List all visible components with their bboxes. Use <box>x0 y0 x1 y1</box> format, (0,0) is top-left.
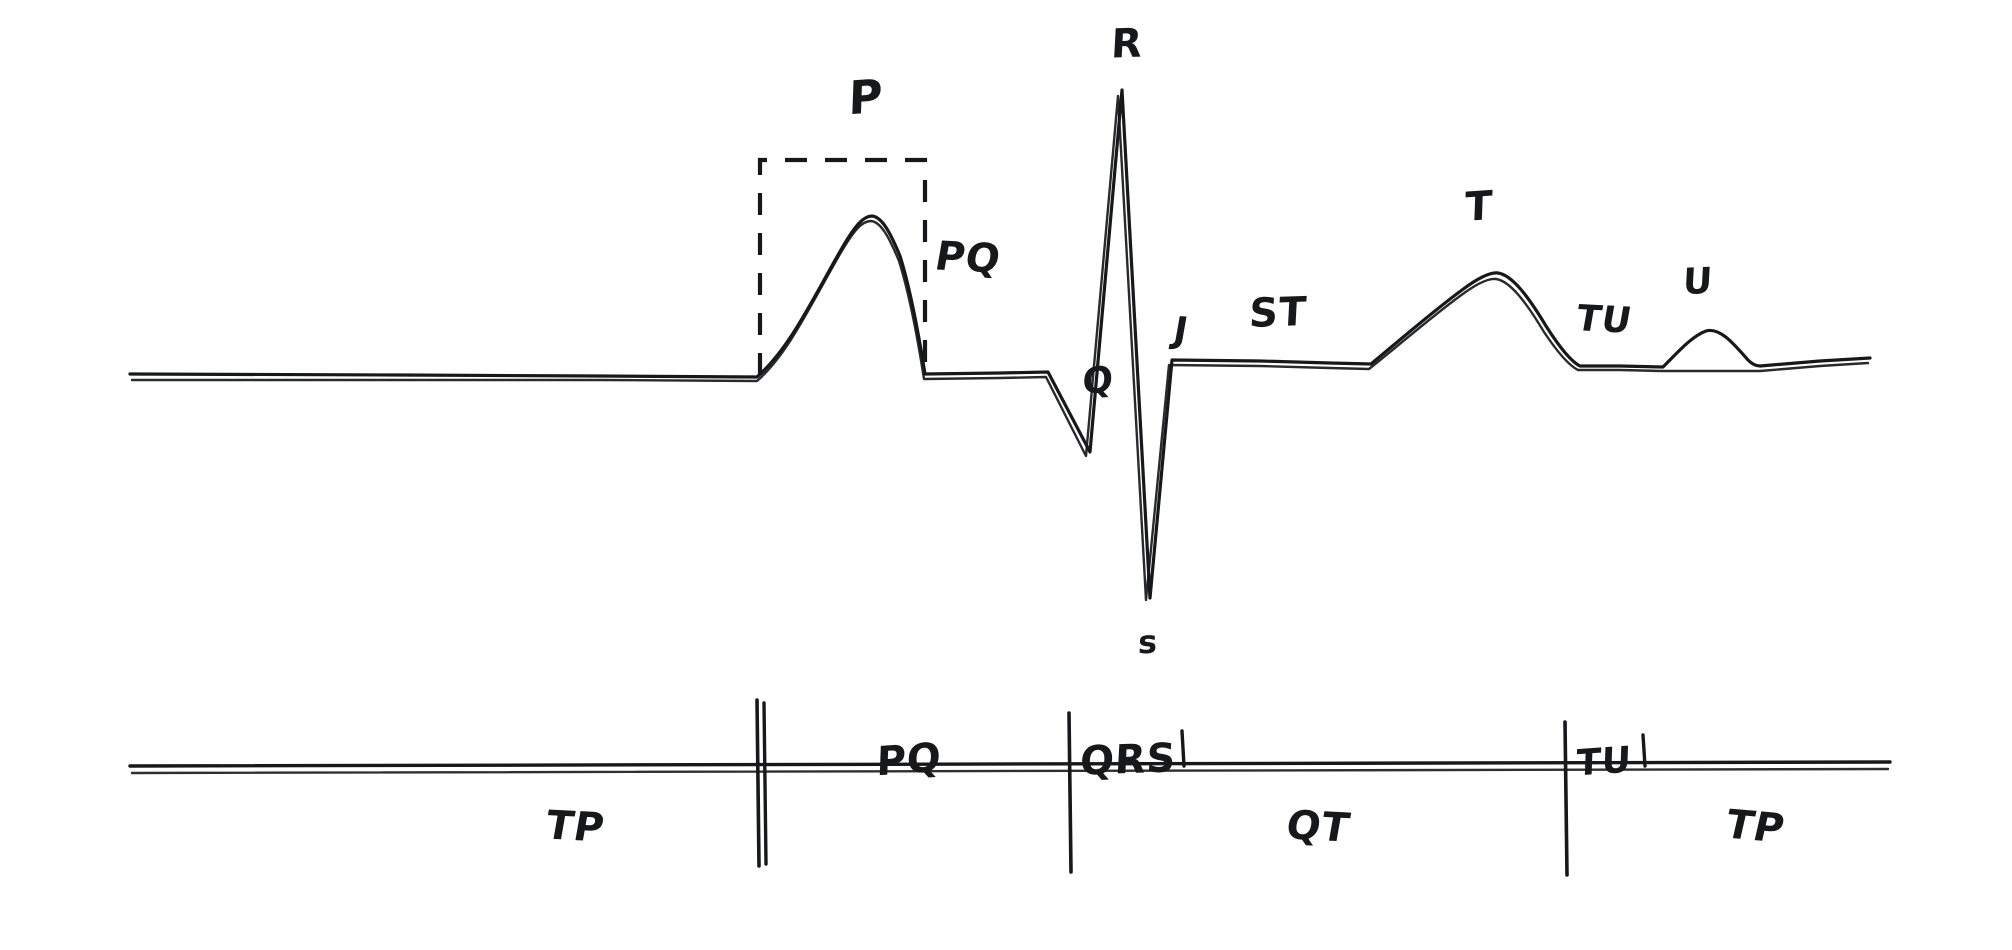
ruler-tick-qrs-offset <box>1180 729 1186 768</box>
ruler-tick-qrs-onset <box>1067 711 1073 874</box>
p-wave-dashed-box <box>757 157 928 375</box>
q-wave-label: Q <box>1081 359 1115 403</box>
ruler-tick-tu-offset <box>1641 733 1647 768</box>
tp-interval-left-label: TP <box>541 802 609 852</box>
ruler-tick-p-onset-2 <box>762 701 768 866</box>
tu-interval-label: TU <box>1575 739 1633 785</box>
tu-segment-label: TU <box>1572 298 1636 342</box>
u-wave-label: U <box>1681 260 1715 304</box>
ecg-trace-primary <box>128 88 1872 600</box>
ruler-line-primary <box>128 760 1892 768</box>
qt-interval-label: QT <box>1282 802 1354 852</box>
ecg-trace-group <box>128 88 1872 602</box>
ruler-line-secondary <box>130 767 1890 775</box>
ecg-trace-secondary <box>130 94 1870 602</box>
p-wave-label: P <box>847 68 885 126</box>
tp-interval-right-label: TP <box>1720 801 1790 853</box>
pq-interval-label: PQ <box>875 734 943 786</box>
pq-segment-label: PQ <box>931 233 1005 283</box>
st-segment-label: ST <box>1247 288 1309 338</box>
t-wave-label: T <box>1464 182 1494 232</box>
ruler-tick-p-onset <box>755 698 761 868</box>
ruler-tick-qt-offset <box>1563 720 1569 877</box>
qrs-interval-label: QRS <box>1078 735 1178 785</box>
r-wave-label: R <box>1109 20 1145 68</box>
interval-ruler-group <box>128 698 1892 877</box>
s-wave-label: s <box>1137 622 1159 662</box>
